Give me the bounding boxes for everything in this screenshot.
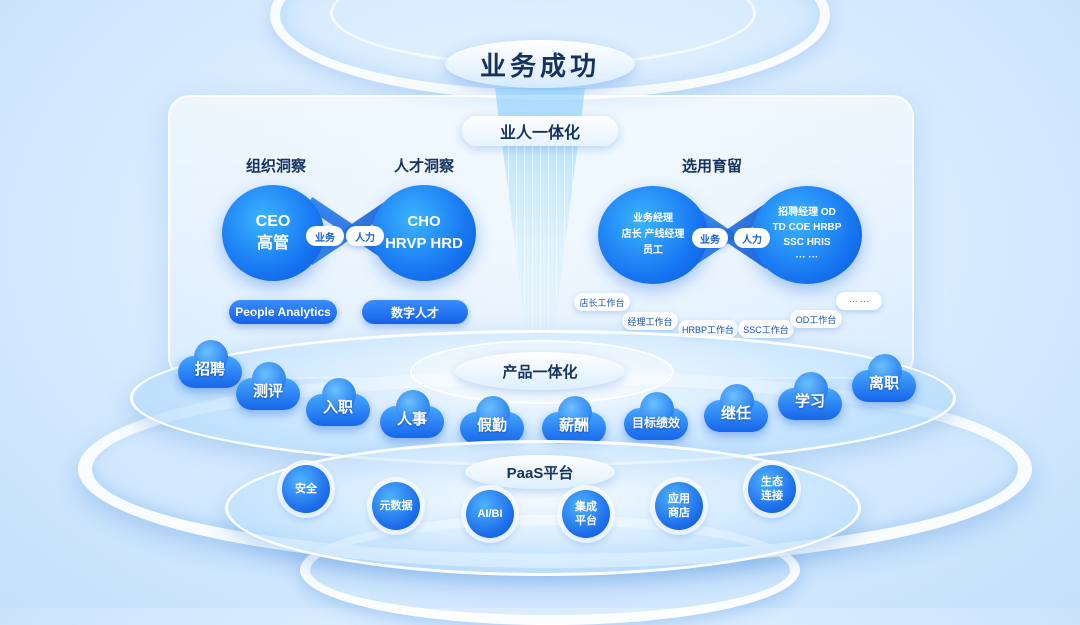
tier1-label: 业人一体化 bbox=[462, 116, 618, 146]
module-assessment[interactable]: 测评 bbox=[236, 362, 300, 410]
paas-ai-bi[interactable]: AI/BI bbox=[466, 490, 514, 538]
label-select-retain: 选用育留 bbox=[682, 158, 743, 175]
product-platform-inner bbox=[410, 340, 674, 404]
tier2-label: 产品一体化 bbox=[455, 352, 625, 390]
pill-people-analytics: People Analytics bbox=[229, 300, 337, 324]
module-attendance[interactable]: 假勤 bbox=[460, 396, 524, 444]
module-onboarding[interactable]: 入职 bbox=[306, 378, 370, 426]
module-recruiting[interactable]: 招聘 bbox=[178, 340, 242, 388]
blob-hr-right: 招聘经理 OD TD COE HRBP SSC HRIS ··· ··· bbox=[752, 186, 862, 284]
module-personnel[interactable]: 人事 bbox=[380, 390, 444, 438]
paas-metadata[interactable]: 元数据 bbox=[372, 482, 420, 530]
connector-hr-right: 人力 bbox=[734, 228, 770, 248]
connector-hr-left: 人力 bbox=[346, 226, 384, 246]
workbench-od: OD工作台 bbox=[790, 310, 842, 328]
pill-digital-talent: 数字人才 bbox=[362, 300, 468, 324]
title-plate: 业务成功 bbox=[445, 40, 635, 88]
module-succession[interactable]: 继任 bbox=[704, 384, 768, 432]
connector-business-right: 业务 bbox=[692, 228, 728, 248]
workbench-store-manager: 店长工作台 bbox=[574, 293, 630, 311]
workbench-ssc: SSC工作台 bbox=[738, 320, 794, 338]
title-text: 业务成功 bbox=[479, 50, 600, 81]
workbench-more: ··· ··· bbox=[836, 292, 882, 310]
tier3-label: PaaS平台 bbox=[465, 455, 615, 489]
workbench-manager: 经理工作台 bbox=[622, 312, 678, 330]
paas-security[interactable]: 安全 bbox=[282, 465, 330, 513]
blob-hr-left: CHO HRVP HRD bbox=[372, 185, 476, 281]
module-offboarding[interactable]: 离职 bbox=[852, 354, 916, 402]
label-org-insight: 组织洞察 bbox=[246, 158, 307, 175]
paas-integration[interactable]: 集成 平台 bbox=[562, 490, 610, 538]
paas-app-store[interactable]: 应用 商店 bbox=[655, 482, 703, 530]
label-talent-insight: 人才洞察 bbox=[394, 158, 455, 175]
module-learning[interactable]: 学习 bbox=[778, 372, 842, 420]
module-compensation[interactable]: 薪酬 bbox=[542, 396, 606, 444]
workbench-hrbp: HRBP工作台 bbox=[678, 320, 738, 338]
blob-business-right: 业务经理 店长 产线经理 员工 bbox=[598, 186, 708, 284]
module-performance[interactable]: 目标绩效 bbox=[624, 392, 688, 440]
connector-business-left: 业务 bbox=[306, 226, 344, 246]
paas-ecosystem[interactable]: 生态 连接 bbox=[748, 465, 796, 513]
